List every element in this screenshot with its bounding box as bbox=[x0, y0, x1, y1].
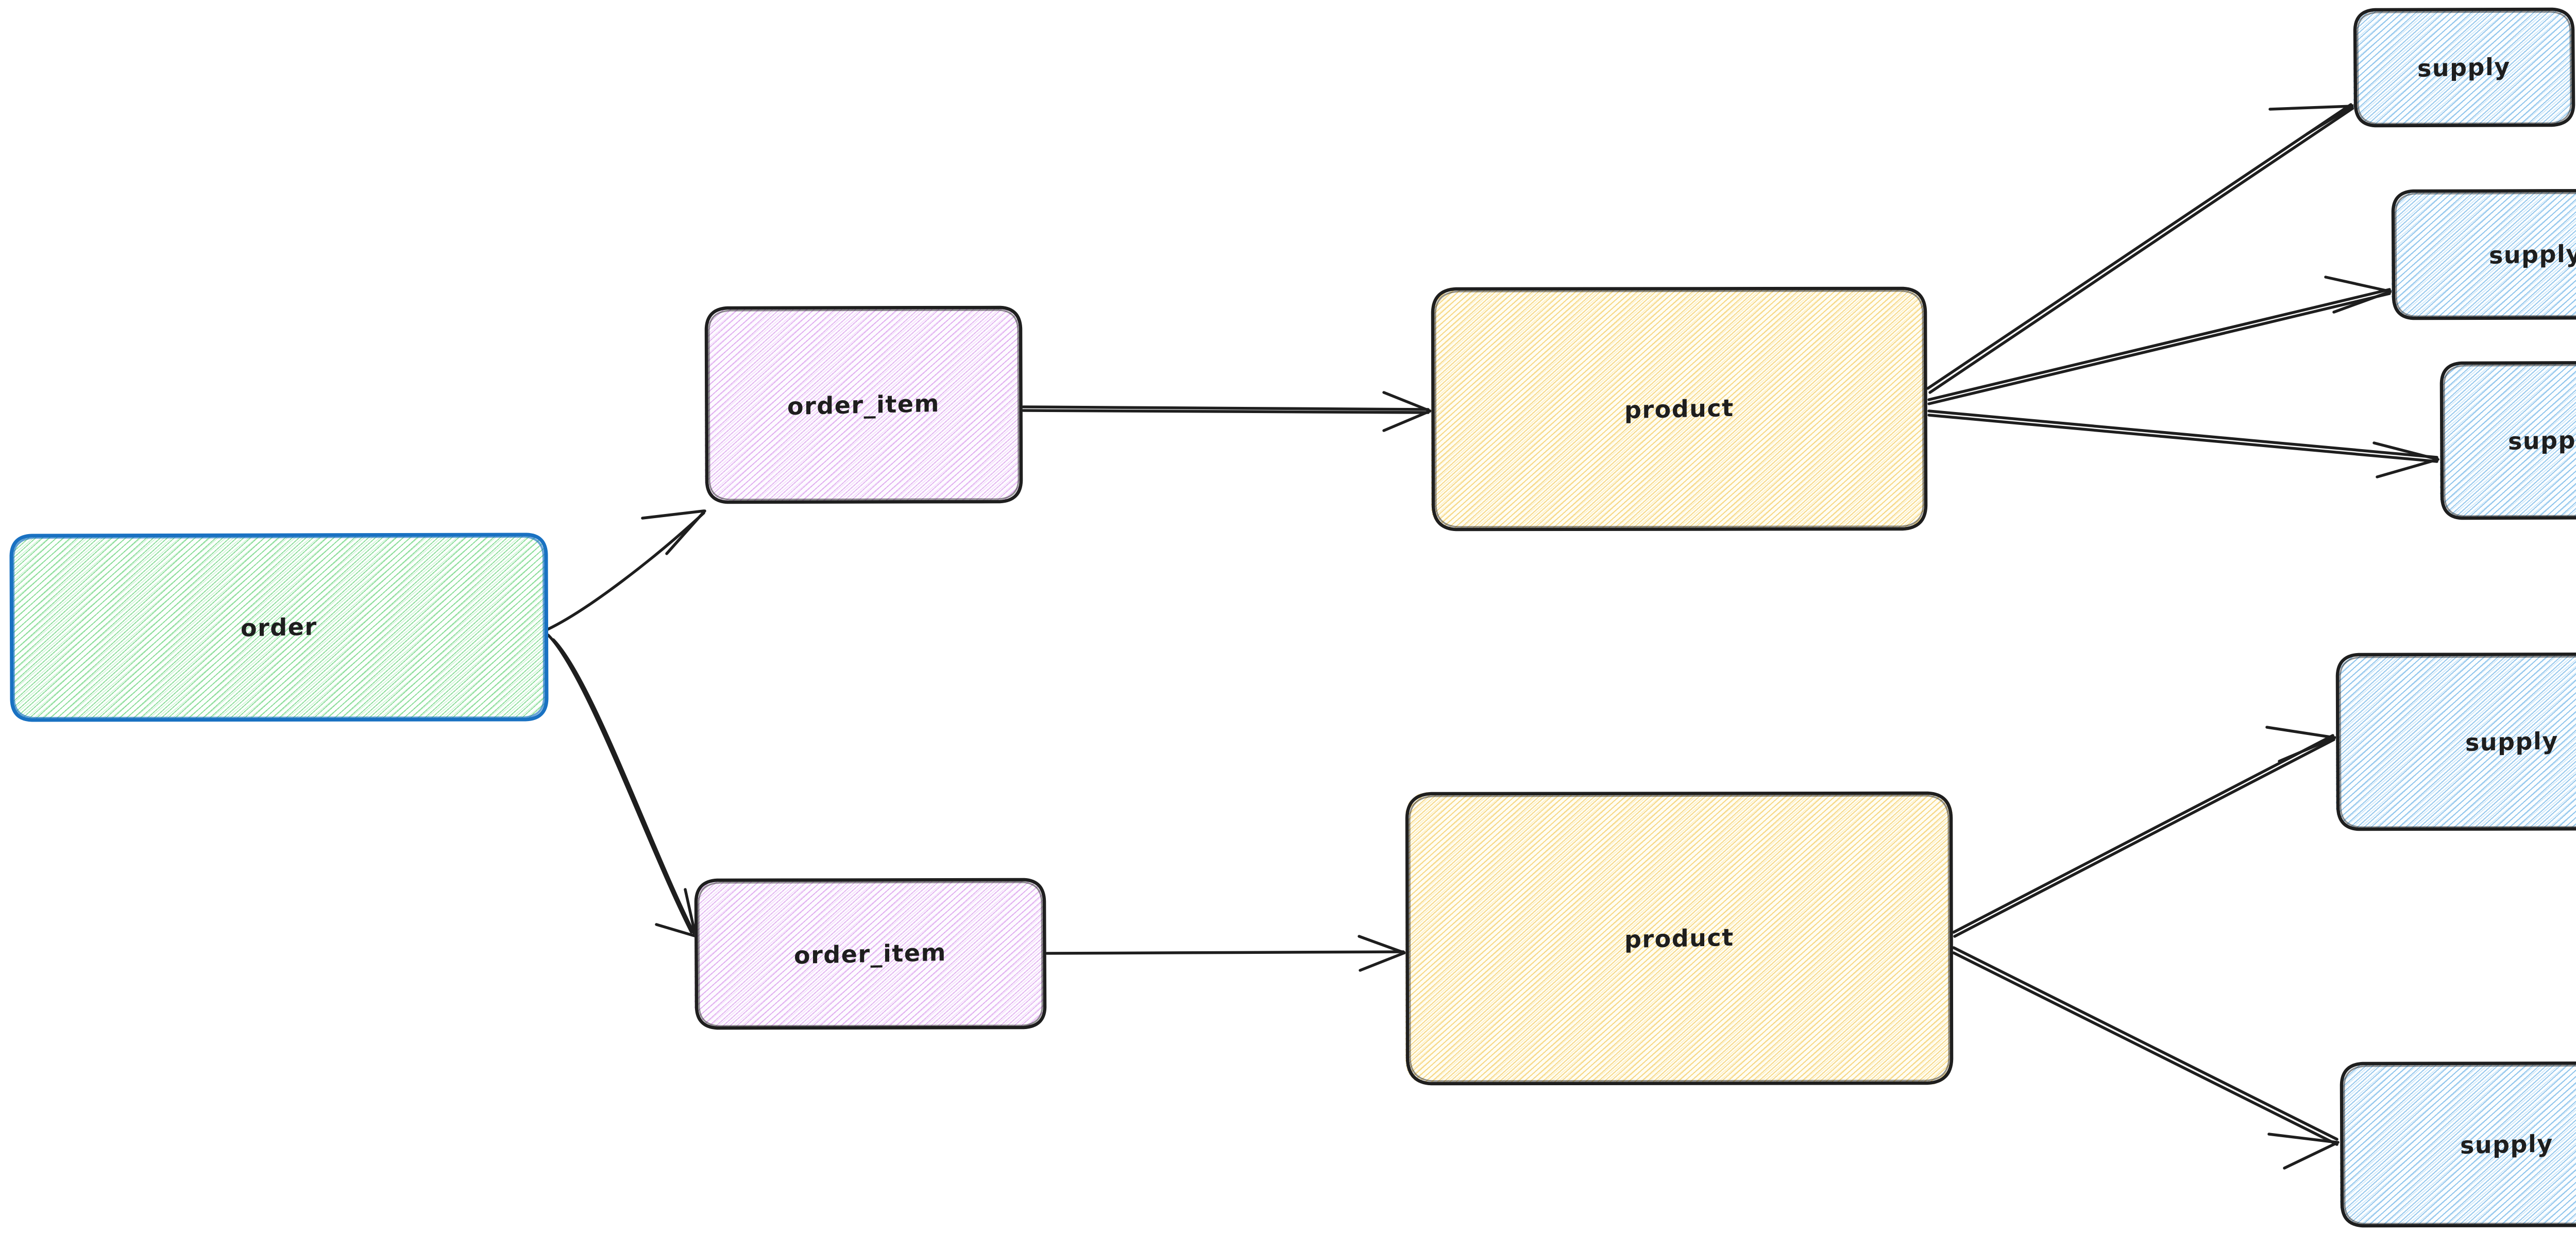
node-supply-1[interactable]: supply bbox=[2353, 7, 2575, 128]
node-order-item-1[interactable]: order_item bbox=[704, 305, 1023, 504]
node-supply-5-label: supply bbox=[2460, 1129, 2553, 1159]
edge-product-1-to-supply-2 bbox=[1927, 276, 2392, 405]
node-order-item-2[interactable]: order_item bbox=[694, 878, 1047, 1030]
edge-product-2-to-supply-5 bbox=[1952, 946, 2340, 1170]
node-supply-1-label: supply bbox=[2417, 53, 2511, 82]
edge-product-2-to-supply-4 bbox=[1952, 726, 2336, 938]
node-product-2[interactable]: product bbox=[1405, 791, 1954, 1086]
node-order-item-1-label: order_item bbox=[787, 389, 940, 421]
node-supply-2[interactable]: supply bbox=[2391, 189, 2576, 320]
node-order-item-2-label: order_item bbox=[794, 938, 946, 970]
node-supply-5[interactable]: supply bbox=[2340, 1061, 2576, 1228]
edge-product-1-to-supply-1 bbox=[1926, 103, 2355, 394]
node-order[interactable]: order bbox=[9, 533, 549, 722]
node-supply-2-label: supply bbox=[2488, 239, 2576, 269]
edge-order-item-2-to-product-2 bbox=[1045, 935, 1406, 972]
edge-order-item-1-to-product-1 bbox=[1022, 391, 1432, 432]
node-supply-3-label: supply bbox=[2507, 425, 2576, 455]
node-supply-4[interactable]: supply bbox=[2335, 653, 2576, 831]
node-product-1[interactable]: product bbox=[1431, 286, 1928, 532]
node-supply-3[interactable]: supply bbox=[2439, 361, 2576, 520]
node-product-1-label: product bbox=[1624, 393, 1734, 424]
node-order-label: order bbox=[240, 612, 317, 642]
edge-product-1-to-supply-3 bbox=[1927, 409, 2439, 478]
node-supply-4-label: supply bbox=[2465, 727, 2558, 757]
edge-order-to-order-item-2 bbox=[547, 633, 697, 938]
node-product-2-label: product bbox=[1624, 923, 1734, 954]
edge-order-to-order-item-1 bbox=[546, 509, 706, 631]
